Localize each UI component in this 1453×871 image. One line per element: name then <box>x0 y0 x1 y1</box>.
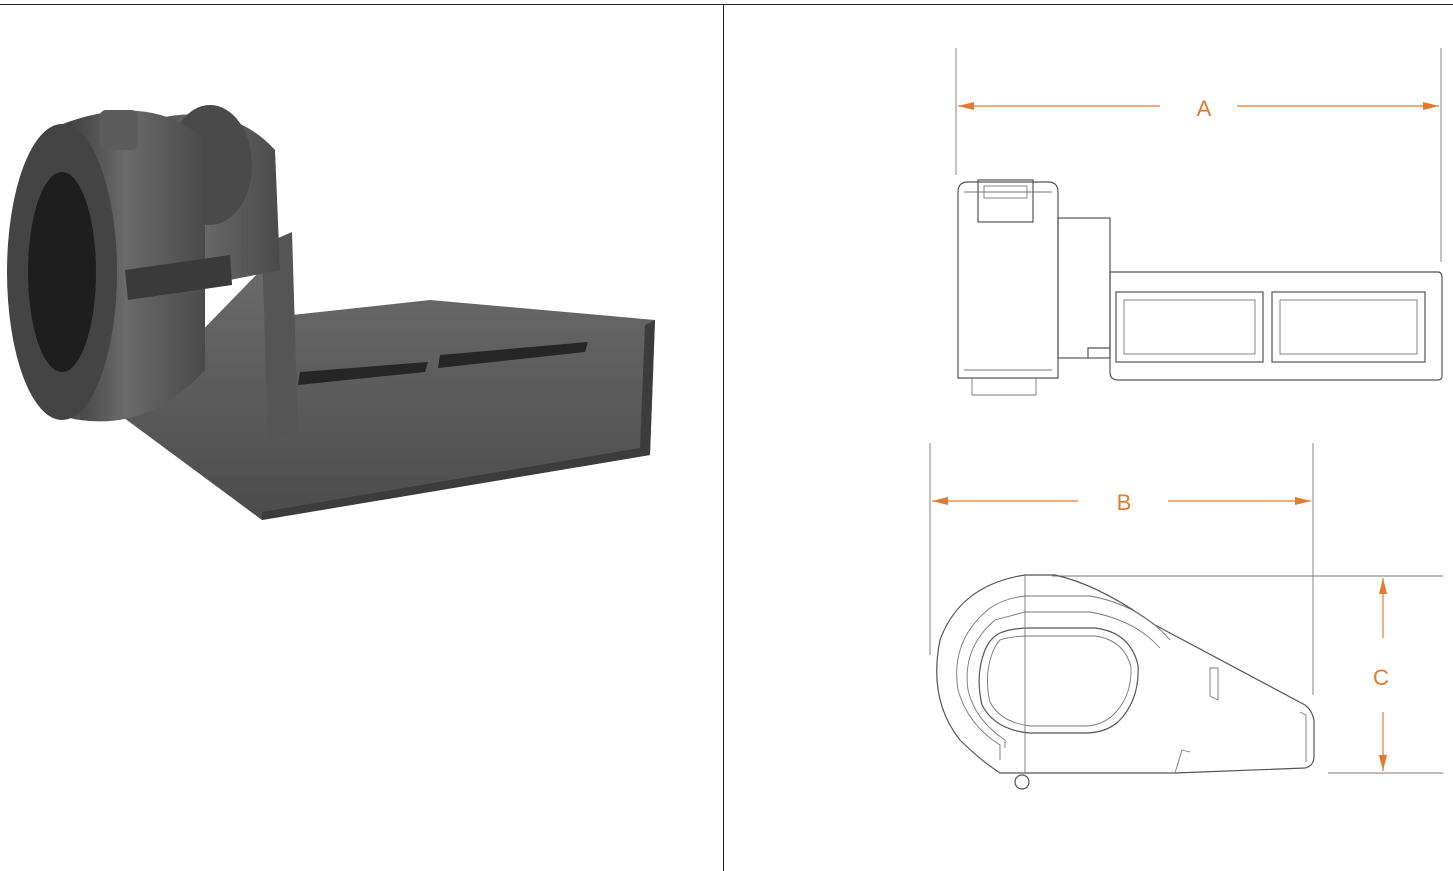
drawing-top-view <box>955 48 1443 396</box>
top-border-rule <box>0 4 1453 5</box>
product-photo <box>7 105 655 520</box>
drawing-side-view <box>929 443 1443 790</box>
dimension-c-label: C <box>1373 665 1389 690</box>
dimension-a-label: A <box>1197 96 1212 121</box>
dimension-b-label: B <box>1117 490 1132 515</box>
center-divider-rule <box>723 4 724 871</box>
